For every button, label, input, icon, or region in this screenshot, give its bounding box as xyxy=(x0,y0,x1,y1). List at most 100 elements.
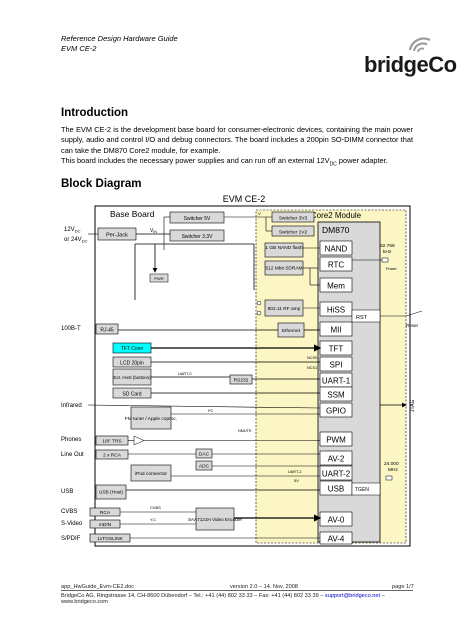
reset-label: Reset xyxy=(406,323,419,328)
rst-label: RST xyxy=(356,315,368,321)
rj45-label: RJ-45 xyxy=(100,328,114,334)
logo-signal-icon xyxy=(408,37,431,53)
yc-signal-label: Y,C xyxy=(150,517,156,522)
port-rtc-label: RTC xyxy=(328,261,345,270)
footer-filename: app_HwGuide_Evm-CE2.doc xyxy=(61,584,135,590)
port-rtc xyxy=(319,256,353,272)
label-usb: USB xyxy=(61,489,73,495)
usb-host-box xyxy=(95,484,127,500)
crystal-icon xyxy=(381,257,389,263)
port-mii-label: MII xyxy=(330,326,341,335)
footer-address: BridgeCo AG, Ringstrasse 14, CH-8600 Düb… xyxy=(61,593,385,605)
ext-host-label: Ext. Host (buttons) xyxy=(113,375,151,380)
nand-flash-label: 1 GB NAND flash xyxy=(265,245,303,251)
port-tft-label: TFT xyxy=(329,345,344,354)
port-gpio-label: GPIO xyxy=(326,407,346,416)
label-infrared: Infrared xyxy=(61,403,82,409)
saa-encoder-box xyxy=(195,507,235,531)
port-ssm-label: SSM xyxy=(327,391,345,400)
rca2-box xyxy=(95,449,129,460)
port-spi-label: SPI xyxy=(330,361,343,370)
core2-module-label: Core2 Module xyxy=(311,211,362,220)
antenna-icon xyxy=(256,300,262,306)
port-uart2 xyxy=(319,465,353,481)
lcd-label: LCD 20pin xyxy=(120,361,144,367)
port-av0-label: AV-0 xyxy=(328,516,345,525)
ncs0-label: NCS0 xyxy=(307,356,317,360)
nmute-label: NMUTE xyxy=(238,429,252,433)
diagram-title: EVM CE-2 xyxy=(223,194,266,204)
rs232-label: RS232 xyxy=(234,378,249,384)
reset-switch-icon xyxy=(405,310,423,317)
usb-host-label: USB (Host) xyxy=(99,490,124,496)
intro-text-2: This board includes the necessary power … xyxy=(61,156,388,168)
base-board-label: Base Board xyxy=(110,209,155,219)
rj45-box xyxy=(95,323,119,335)
rf-amp-label: 802.11 RF amp xyxy=(268,306,301,312)
pwr-box xyxy=(149,273,169,283)
port-uart1-label: UART-1 xyxy=(322,377,351,386)
power-in-label-1: 12VDC xyxy=(64,227,81,234)
jtag-label: JTAG xyxy=(410,399,416,412)
switcher-5v-box xyxy=(169,211,225,224)
port-mii xyxy=(319,321,353,337)
port-av2 xyxy=(319,450,353,466)
xtal-khz-1: 32.768 xyxy=(380,243,395,249)
label-spdif: S/PDIF xyxy=(61,536,81,542)
label-100bt: 100B-T xyxy=(61,326,81,332)
logo-wordmark: bridgeCo xyxy=(364,52,457,77)
label-svideo: S-Video xyxy=(61,521,83,527)
switcher-5v-label: Switcher 5V xyxy=(184,216,211,222)
port-pwm-label: PWM xyxy=(326,436,346,445)
port-av2-label: AV-2 xyxy=(328,455,345,464)
port-hiss-label: HiSS xyxy=(327,306,345,315)
port-usb-label: USB xyxy=(328,485,344,494)
trs-label: 1/8" TRS xyxy=(102,439,121,445)
ipod-label: iPod connector xyxy=(135,471,167,477)
switcher-3v3-label: Switcher 3V3 xyxy=(279,216,308,222)
introduction-paragraph: The EVM CE-2 is the development base boa… xyxy=(61,125,413,170)
port-nand-label: NAND xyxy=(325,245,348,254)
xtal-khz-2: kHz xyxy=(383,249,392,255)
port-uart2-label: UART-2 xyxy=(322,470,351,479)
sdram-label: 512 Mbit SDRAM xyxy=(265,266,302,272)
sd-card-label: SD Card xyxy=(122,392,141,398)
port-hiss xyxy=(319,301,353,317)
five-v-label: 5V xyxy=(294,478,299,483)
adc-box xyxy=(195,460,213,471)
bridgeco-logo: bridgeCo xyxy=(364,30,457,80)
dac-box xyxy=(195,448,213,459)
rca-label: RCA xyxy=(100,510,111,516)
rs232-box xyxy=(229,374,253,385)
tft-conn-label: TFT Conn xyxy=(121,346,144,352)
xtal-mhz-2: MHz xyxy=(388,467,398,473)
label-phones: Phones xyxy=(61,437,81,443)
i2c-label: I²C xyxy=(208,408,213,413)
mdin-label: mDIN xyxy=(99,522,112,528)
label-lineout: Line Out xyxy=(61,452,84,458)
switcher-1v2-label: Switcher 1V2 xyxy=(279,230,308,236)
fm-tuner-box xyxy=(130,406,172,430)
block-diagram-heading: Block Diagram xyxy=(61,178,142,190)
tgen-box xyxy=(351,482,381,496)
support-email-link[interactable]: support@bridgeco.net xyxy=(324,593,381,599)
footer-page: page 1/7 xyxy=(392,584,414,590)
cvbs-signal-label: CVBS xyxy=(150,505,161,510)
port-mem-label: Mem xyxy=(327,282,345,291)
footer-divider xyxy=(61,590,413,591)
nand-flash-box xyxy=(264,242,304,258)
port-gpio xyxy=(319,402,353,418)
ipod-box xyxy=(130,464,172,482)
rca2-label: 2 x RCA xyxy=(103,453,122,459)
switcher-33v-label: Switcher 3.3V xyxy=(182,234,214,240)
antenna-icon-2 xyxy=(256,310,262,316)
ethernet-label: Ethernet xyxy=(282,328,301,334)
doc-header-title: Reference Design Hardware Guide xyxy=(61,34,178,43)
saa-encoder-label: SAA7121H Video Encoder xyxy=(188,517,243,522)
port-av4-label: AV-4 xyxy=(328,535,345,544)
v-label-small: V xyxy=(258,211,261,216)
tgen-label: TGEN xyxy=(355,487,369,493)
vin-label: VIN xyxy=(150,228,157,234)
uart0-label: UART-0 xyxy=(178,372,191,376)
